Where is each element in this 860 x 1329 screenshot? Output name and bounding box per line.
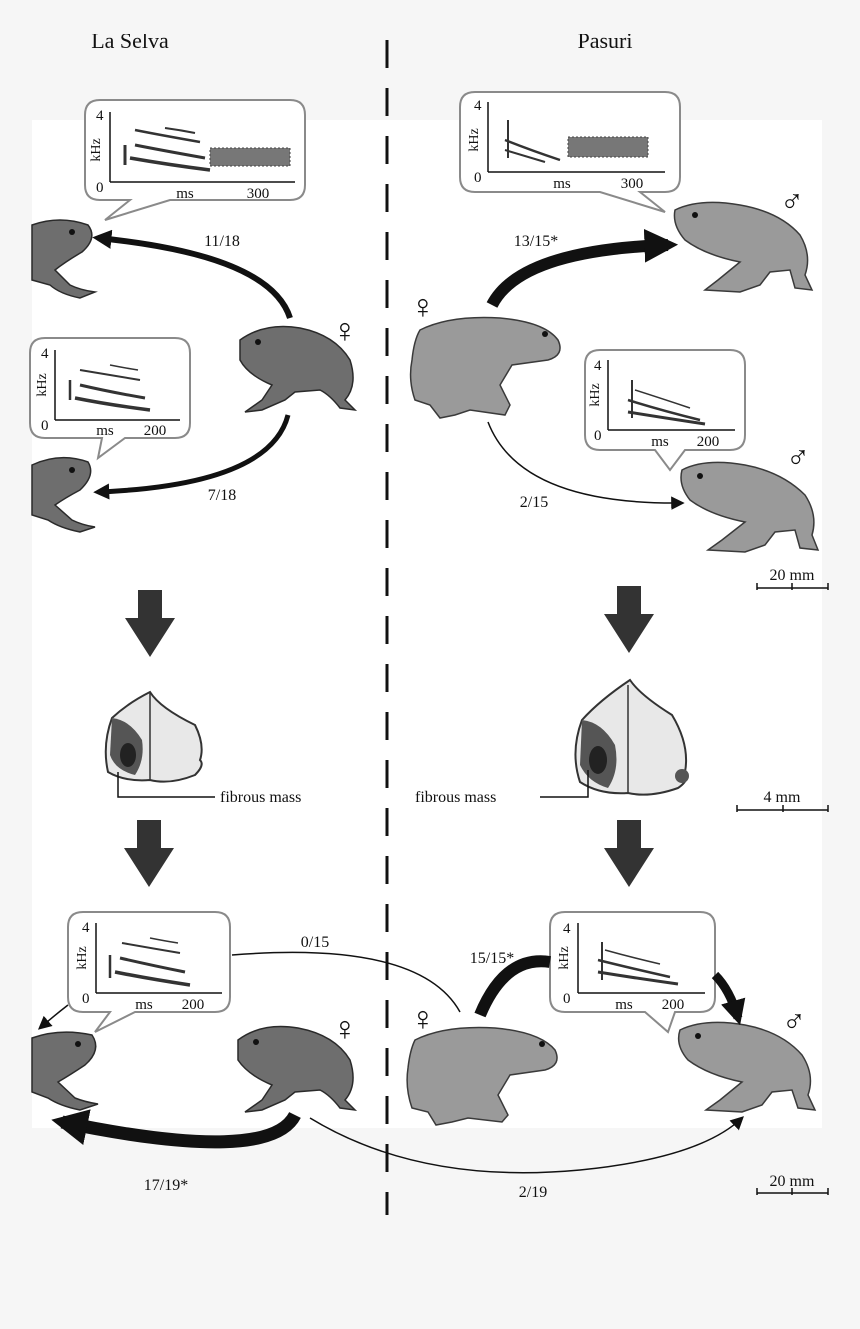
y-tick-top: 4 — [96, 108, 104, 124]
y-axis-label: kHz — [89, 138, 104, 161]
male-symbol-right-bottom: ♂ — [782, 1003, 806, 1039]
arrow-right-top-upper — [486, 229, 679, 308]
callout-left — [117, 772, 215, 798]
arrow-cross-lower — [309, 1116, 744, 1174]
x-tick: 300 — [247, 186, 270, 202]
spectrogram-right-top: kHz 4 0 ms 300 — [467, 98, 665, 192]
ratio-left-bottom-lower: 17/19* — [144, 1177, 188, 1194]
x-tick: 200 — [182, 997, 205, 1013]
y-axis-label: kHz — [35, 373, 50, 396]
spectrogram-left-top: kHz 4 0 ms 300 — [89, 108, 295, 202]
x-tick: 200 — [144, 423, 167, 439]
y-axis-label: kHz — [588, 383, 603, 406]
scale-bar-label: 20 mm — [770, 1173, 815, 1190]
speech-bubble-left-mid — [29, 337, 191, 461]
y-tick-top: 4 — [474, 98, 482, 114]
down-arrow-right-2 — [604, 820, 654, 887]
arrow-right-bottom-upper-head — [711, 971, 746, 1026]
y-axis-label: kHz — [467, 128, 482, 151]
spectrogram-left-mid: kHz 4 0 ms 200 — [35, 346, 180, 439]
frog-right-top-male — [673, 201, 814, 293]
y-axis-label: kHz — [557, 946, 572, 969]
y-tick-bottom: 0 — [474, 170, 482, 186]
ratio-cross-lower: 2/19 — [519, 1184, 547, 1201]
frog-right-bottom-female — [406, 1026, 558, 1126]
scale-bar-bottom: 20 mm — [756, 1173, 829, 1195]
arrow-cross-upper — [231, 951, 461, 1013]
frog-right-top-female — [409, 316, 561, 419]
y-tick-top: 4 — [82, 920, 90, 936]
down-arrow-right-1 — [604, 586, 654, 653]
scale-bar-middle: 4 mm — [736, 789, 829, 812]
male-symbol-right-mid: ♂ — [786, 439, 810, 475]
y-axis-label: kHz — [75, 946, 90, 969]
male-symbol-right-top: ♂ — [780, 183, 804, 219]
frog-left-bottom-male — [31, 1031, 99, 1111]
arrow-left-bottom-upper — [37, 1004, 69, 1030]
y-tick-bottom: 0 — [594, 428, 602, 444]
frog-left-top-male — [31, 219, 98, 299]
fibrous-mass-label-left: fibrous mass — [220, 789, 301, 806]
spectrogram-right-bottom: kHz 4 0 ms 200 — [557, 921, 705, 1013]
fibrous-mass-label-right: fibrous mass — [415, 789, 496, 806]
ratio-right-bottom-upper: 15/15* — [470, 950, 514, 967]
callout-right — [540, 770, 589, 798]
scale-bar-label: 20 mm — [770, 567, 815, 584]
speech-bubble-right-bottom — [549, 911, 716, 1034]
female-symbol-right-top: ♀ — [410, 289, 436, 326]
y-tick-bottom: 0 — [563, 991, 571, 1007]
arrow-right-top-lower — [487, 421, 685, 510]
ratio-cross-upper: 0/15 — [301, 934, 329, 951]
scale-bar-label: 4 mm — [764, 789, 801, 806]
y-tick-top: 4 — [563, 921, 571, 937]
x-axis-label: ms — [96, 423, 114, 439]
down-arrow-left-2 — [124, 820, 174, 887]
frog-left-mid-male — [31, 456, 96, 533]
x-axis-label: ms — [176, 186, 194, 202]
specimen-left — [104, 690, 203, 783]
female-symbol-left-top: ♀ — [332, 313, 358, 350]
ratio-right-upper: 13/15* — [514, 233, 558, 250]
arrow-left-top-lower — [93, 414, 291, 500]
x-axis-label: ms — [615, 997, 633, 1013]
spectrogram-left-bottom: kHz 4 0 ms 200 — [75, 920, 222, 1013]
x-axis-label: ms — [553, 176, 571, 192]
frog-right-mid-male — [680, 461, 820, 553]
arrow-left-bottom-lower — [51, 1109, 301, 1149]
ratio-left-lower: 7/18 — [208, 487, 236, 504]
arrow-right-bottom-upper — [474, 955, 551, 1018]
ratio-left-upper: 11/18 — [204, 233, 240, 250]
frog-left-top-female — [239, 325, 358, 413]
x-tick: 300 — [621, 176, 644, 192]
y-tick-top: 4 — [41, 346, 49, 362]
arrow-left-top-upper — [92, 229, 293, 319]
frog-left-bottom-female — [237, 1025, 358, 1113]
ratio-right-lower: 2/15 — [520, 494, 548, 511]
y-tick-top: 4 — [594, 358, 602, 374]
y-tick-bottom: 0 — [41, 418, 49, 434]
x-tick: 200 — [697, 434, 720, 450]
female-symbol-right-bottom: ♀ — [410, 1001, 436, 1038]
speech-bubble-left-bottom — [67, 911, 231, 1033]
female-symbol-left-bottom: ♀ — [332, 1011, 358, 1048]
x-tick: 200 — [662, 997, 685, 1013]
y-tick-bottom: 0 — [96, 180, 104, 196]
spectrogram-right-mid: kHz 4 0 ms 200 — [588, 358, 735, 450]
x-axis-label: ms — [135, 997, 153, 1013]
down-arrow-left-1 — [125, 590, 175, 657]
specimen-right — [574, 678, 689, 796]
y-tick-bottom: 0 — [82, 991, 90, 1007]
x-axis-label: ms — [651, 434, 669, 450]
scale-bar-top: 20 mm — [756, 567, 829, 590]
